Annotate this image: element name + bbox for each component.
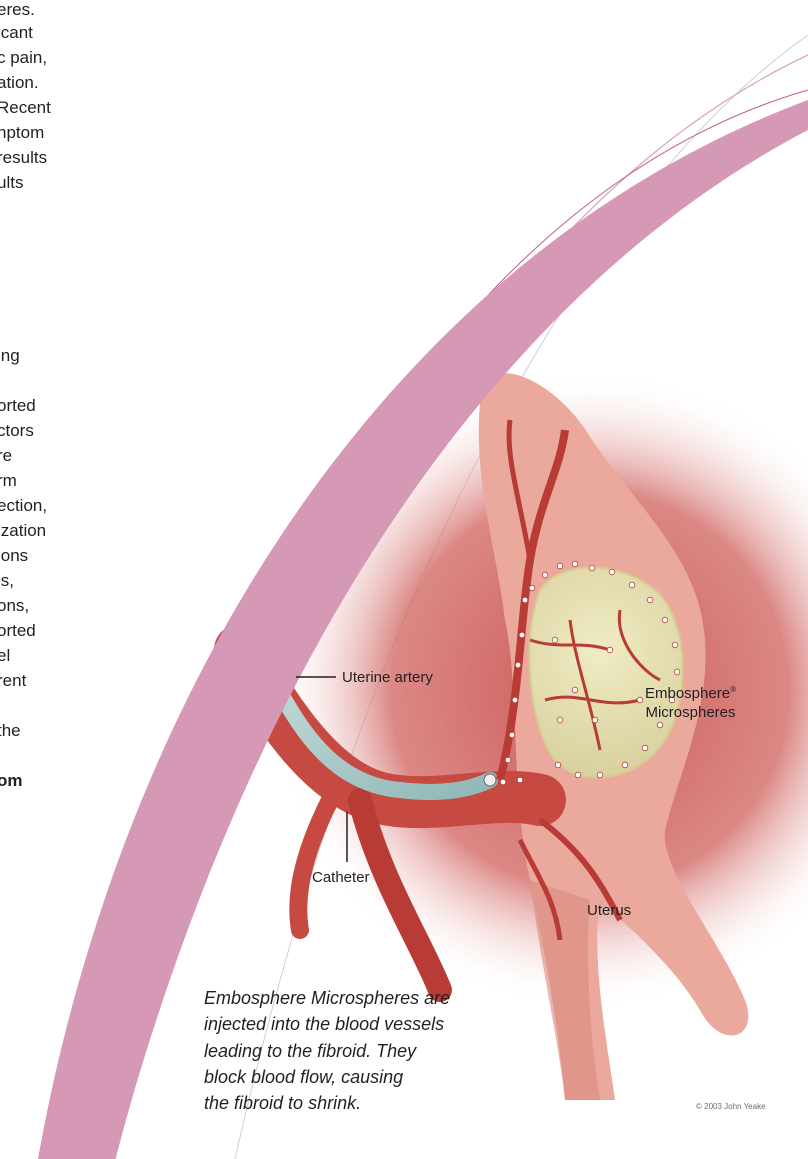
body-line: ization [0, 520, 46, 542]
catheter-tip [484, 774, 496, 786]
body-line: ation. [0, 72, 39, 94]
body-line: ons, [0, 595, 29, 617]
caption-line: injected into the blood vessels [204, 1012, 444, 1037]
body-line: orted [0, 620, 36, 642]
body-line: the [0, 720, 21, 742]
body-line: rent [0, 670, 26, 692]
body-line: nptom [0, 122, 44, 144]
body-line: rm [0, 470, 17, 492]
body-line: ctors [0, 420, 34, 442]
caption-line: block blood flow, causing [204, 1065, 403, 1090]
microspheres-label-line2: Microspheres [645, 704, 735, 721]
body-line: c pain, [0, 47, 47, 69]
caption-line: leading to the fibroid. They [204, 1039, 416, 1064]
fibroid [529, 568, 682, 778]
body-line: ing [0, 345, 20, 367]
microspheres-label: Embosphere® Microspheres [645, 680, 736, 722]
microspheres-label-line1: Embosphere [645, 685, 730, 702]
body-line: results [0, 147, 47, 169]
caption-line: the fibroid to shrink. [204, 1091, 361, 1116]
body-line: icant [0, 22, 33, 44]
body-line: ults [0, 172, 23, 194]
body-line: om [0, 770, 23, 792]
uterus-label: Uterus [587, 901, 631, 920]
registered-mark: ® [730, 685, 736, 694]
illustration-credit: © 2003 John Yeake [696, 1102, 766, 1111]
body-line: ions [0, 545, 28, 567]
body-line: ection, [0, 495, 47, 517]
body-line: eres. [0, 0, 35, 21]
body-line: orted [0, 395, 36, 417]
body-line: is, [0, 570, 14, 592]
uterine-artery-label: Uterine artery [342, 668, 433, 687]
catheter-label: Catheter [312, 868, 370, 887]
body-line: el [0, 645, 10, 667]
body-line: Recent [0, 97, 51, 119]
body-line: re [0, 445, 12, 467]
caption-line: Embosphere Microspheres are [204, 986, 450, 1011]
